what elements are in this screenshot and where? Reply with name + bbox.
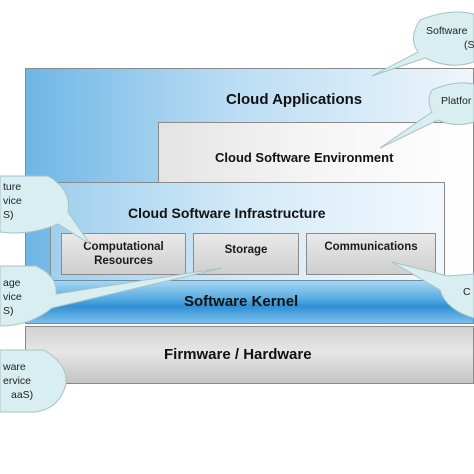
callout-paas-text: Platfor	[441, 94, 471, 108]
communications-label: Communications	[324, 241, 418, 253]
callout-haas-bubble	[0, 349, 67, 413]
storage-box: Storage	[193, 233, 299, 275]
cloud-software-infrastructure-title: Cloud Software Infrastructure	[128, 205, 326, 221]
firmware-hardware-layer: Firmware / Hardware	[25, 326, 474, 384]
software-kernel-title: Software Kernel	[184, 293, 299, 310]
callout-iaas-text: ture vice S)	[3, 180, 22, 222]
callout-iaas-line3: S)	[3, 209, 14, 221]
callout-comm-text: C	[463, 285, 471, 299]
callout-comm-bubble	[391, 261, 474, 319]
callout-haas-line3: aaS)	[11, 389, 34, 401]
callout-haas-line1: ware	[3, 361, 26, 373]
computational-label-line2: Resources	[94, 255, 153, 267]
callout-storage-text: age vice S)	[3, 276, 22, 318]
callout-saas-line1: Software	[426, 25, 468, 37]
callout-comm-line1: C	[463, 286, 471, 298]
computational-label-line1: Computational	[83, 241, 164, 253]
callout-haas-text: ware ervice aaS)	[3, 360, 33, 402]
callout-paas-bubble	[379, 82, 474, 149]
callout-haas-line2: ervice	[3, 375, 32, 387]
callout-storage-line1: age	[3, 277, 21, 289]
computational-resources-box: Computational Resources	[61, 233, 186, 275]
callout-storage-line3: S)	[3, 305, 14, 317]
callout-storage-line2: vice	[3, 291, 22, 303]
callout-paas-line1: Platfor	[441, 95, 472, 107]
cloud-software-environment-title: Cloud Software Environment	[215, 150, 394, 165]
callout-iaas-line1: ture	[3, 181, 22, 193]
callout-saas-bubble	[371, 11, 474, 77]
callout-saas-text: Software (S	[426, 24, 474, 52]
firmware-hardware-title: Firmware / Hardware	[164, 346, 312, 363]
storage-label: Storage	[224, 244, 268, 256]
cloud-applications-title: Cloud Applications	[226, 91, 363, 108]
callout-saas-line2: (S	[464, 39, 474, 51]
callout-iaas-line2: vice	[3, 195, 22, 207]
callout-storage-bubble	[0, 265, 223, 327]
callout-iaas-bubble	[0, 175, 91, 245]
